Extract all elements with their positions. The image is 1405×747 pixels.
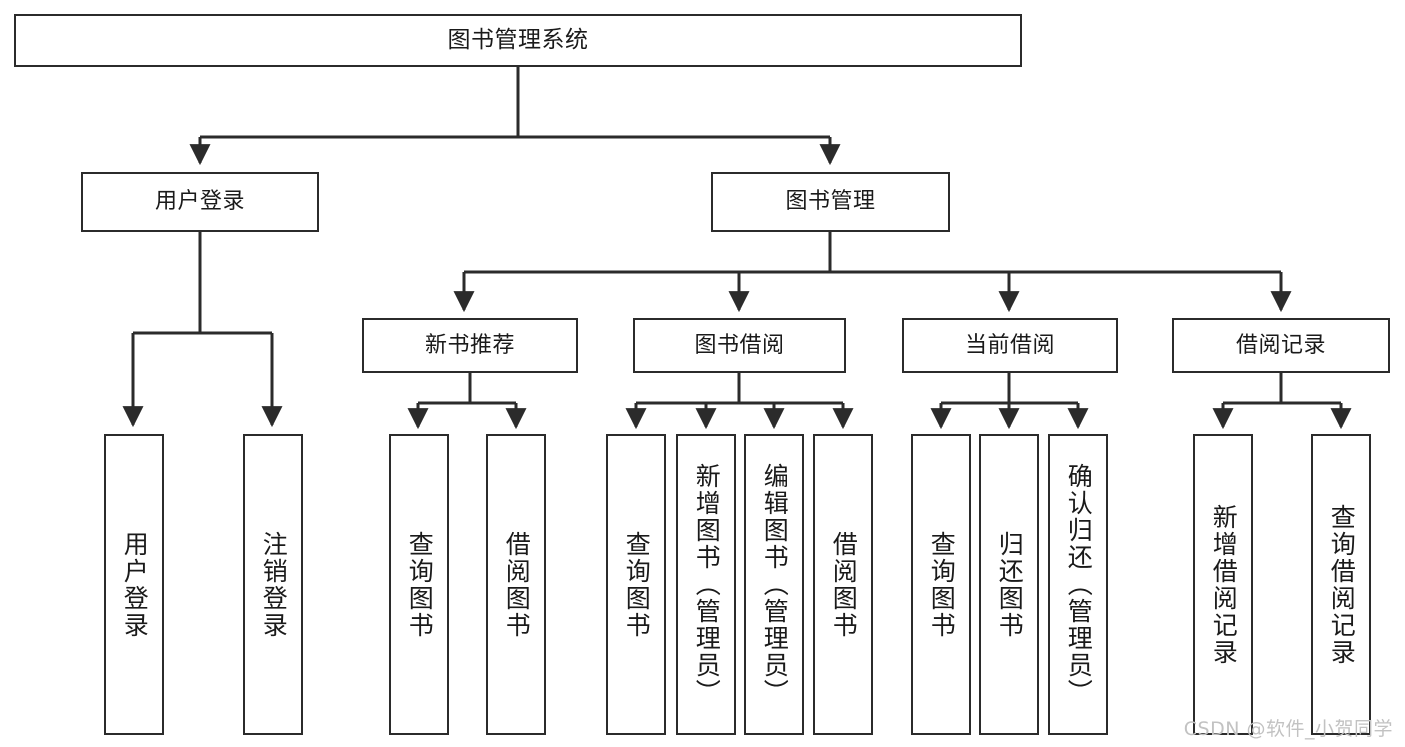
node-label: 当前借阅 xyxy=(964,332,1055,358)
watermark: CSDN @软件_小贺同学 xyxy=(1183,718,1393,740)
node-label: 注销登录 xyxy=(259,530,289,639)
node-label: 图书借阅 xyxy=(694,332,785,358)
leaf-add-borrow-record[interactable]: 新增借阅记录 xyxy=(1193,434,1253,735)
node-label: 新增借阅记录 xyxy=(1209,503,1239,666)
leaf-query-borrow-record[interactable]: 查询借阅记录 xyxy=(1311,434,1371,735)
node-label: 新书推荐 xyxy=(424,332,515,358)
leaf-query-book-current[interactable]: 查询图书 xyxy=(911,434,971,735)
node-user-login[interactable]: 用户登录 xyxy=(81,172,319,232)
leaf-user-login[interactable]: 用户登录 xyxy=(104,434,164,735)
leaf-confirm-return-admin[interactable]: 确认归还（管理员） xyxy=(1048,434,1108,735)
node-label: 图书管理系统 xyxy=(447,27,589,54)
node-book-management[interactable]: 图书管理 xyxy=(711,172,950,232)
node-root-system[interactable]: 图书管理系统 xyxy=(14,14,1022,67)
node-label: 借阅图书 xyxy=(829,530,859,639)
leaf-query-book-recommend[interactable]: 查询图书 xyxy=(389,434,449,735)
node-label: 查询图书 xyxy=(927,530,957,639)
node-label: 归还图书 xyxy=(995,530,1025,639)
leaf-query-book-borrow[interactable]: 查询图书 xyxy=(606,434,666,735)
leaf-return-book[interactable]: 归还图书 xyxy=(979,434,1039,735)
leaf-logout[interactable]: 注销登录 xyxy=(243,434,303,735)
node-label: 借阅图书 xyxy=(502,530,532,639)
node-label: 查询借阅记录 xyxy=(1327,503,1357,666)
node-label: 确认归还（管理员） xyxy=(1064,463,1094,706)
node-current-borrow[interactable]: 当前借阅 xyxy=(902,318,1118,373)
node-label: 用户登录 xyxy=(120,530,150,639)
node-label: 编辑图书（管理员） xyxy=(760,463,790,706)
leaf-borrow-book[interactable]: 借阅图书 xyxy=(813,434,873,735)
node-label: 用户登录 xyxy=(154,189,245,215)
node-new-book-recommend[interactable]: 新书推荐 xyxy=(362,318,578,373)
node-borrow-record[interactable]: 借阅记录 xyxy=(1172,318,1390,373)
node-label: 查询图书 xyxy=(622,530,652,639)
node-book-borrow[interactable]: 图书借阅 xyxy=(633,318,846,373)
leaf-edit-book-admin[interactable]: 编辑图书（管理员） xyxy=(744,434,804,735)
node-label: 查询图书 xyxy=(405,530,435,639)
node-label: 借阅记录 xyxy=(1235,332,1326,358)
node-label: 新增图书（管理员） xyxy=(692,463,722,706)
leaf-add-book-admin[interactable]: 新增图书（管理员） xyxy=(676,434,736,735)
node-label: 图书管理 xyxy=(785,189,876,215)
leaf-borrow-book-recommend[interactable]: 借阅图书 xyxy=(486,434,546,735)
